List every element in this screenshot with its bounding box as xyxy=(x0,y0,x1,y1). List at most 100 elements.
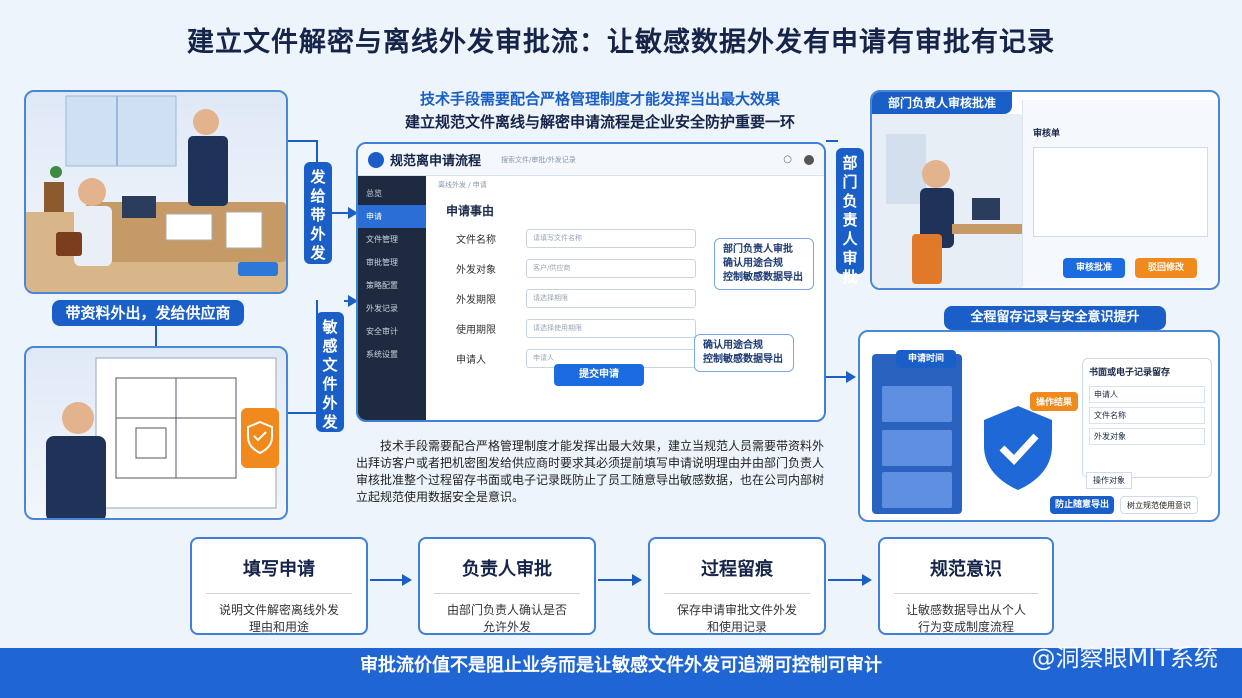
app-logo-icon xyxy=(368,151,384,168)
connector-top-vertical xyxy=(316,140,318,164)
step-card-1: 填写申请 说明文件解密离线外发 理由和用途 xyxy=(190,537,368,635)
sidebar-item[interactable]: 系统设置 xyxy=(366,350,398,359)
connector-right-bottom xyxy=(826,376,848,378)
field-send-period: 外发期限 请选择期限 xyxy=(456,283,824,313)
note-line: 确认用途合规 xyxy=(703,340,763,351)
subtitle-line-1: 技术手段需要配合严格管理制度才能发挥当出最大效果 xyxy=(419,90,780,108)
sidebar-item[interactable]: 总览 xyxy=(366,189,382,198)
file-cabinet-icon xyxy=(872,354,962,514)
step-divider xyxy=(434,593,580,594)
operation-target-tag: 操作对象 xyxy=(1086,472,1132,489)
notification-icon[interactable]: ○ xyxy=(783,154,792,165)
reject-button[interactable]: 驳回修改 xyxy=(1135,258,1197,278)
footer-text: 审批流价值不是阻止业务而是让敏感文件外发可追溯可控制可审计 xyxy=(360,655,882,676)
step-connector xyxy=(370,579,402,581)
step-desc-line: 让敏感数据导出从个人 xyxy=(905,603,1026,617)
send-period-input[interactable]: 请选择期限 xyxy=(526,288,696,308)
record-row: 外发对象 xyxy=(1089,428,1205,445)
approval-note-1: 部门负责人审批 确认用途合规 控制敏感数据导出 xyxy=(714,238,814,290)
app-title: 规范离申请流程 xyxy=(390,154,482,169)
sidebar-item[interactable]: 外发记录 xyxy=(366,304,398,313)
manager-illustration xyxy=(872,114,1022,288)
record-row: 申请人 xyxy=(1089,386,1205,403)
blueprint-scene-illustration xyxy=(46,357,279,518)
prevent-export-tag: 防止随意导出 xyxy=(1050,496,1114,514)
file-name-input[interactable]: 请填写文件名称 xyxy=(526,228,696,248)
field-label: 申请人 xyxy=(456,354,486,366)
avatar[interactable] xyxy=(804,154,814,165)
note-line: 确认用途合规 xyxy=(723,258,783,269)
approval-panel-title: 部门负责人审核批准 xyxy=(872,92,1012,114)
step-desc-line: 和使用记录 xyxy=(706,620,767,634)
approval-note-2: 确认用途合规 控制敏感数据导出 xyxy=(694,334,794,372)
note-line: 部门负责人审批 xyxy=(723,244,793,255)
step-title: 规范意识 xyxy=(930,559,1002,580)
approve-button[interactable]: 审核批准 xyxy=(1063,258,1125,278)
application-form: 文件名称 请填写文件名称 外发对象 客户/供应商 外发期限 请选择期限 使用期限… xyxy=(426,223,824,373)
subtitle-block: 技术手段需要配合严格管理制度才能发挥当出最大效果 建立规范文件离线与解密申请流程… xyxy=(380,88,820,132)
left-bottom-illustration xyxy=(24,346,288,520)
sidebar-item-active[interactable]: 申请 xyxy=(358,205,426,228)
field-label: 外发对象 xyxy=(456,264,496,276)
vlabel-sensitive-files: 敏感文件外发 xyxy=(316,312,344,432)
operation-result-tag: 操作结果 xyxy=(1030,392,1079,411)
step-title: 负责人审批 xyxy=(462,559,552,580)
right-arrow-icon xyxy=(846,371,856,383)
connector-bottom-left xyxy=(288,412,318,414)
watermark: @洞察眼MIT系统 xyxy=(1031,644,1218,672)
record-panel: 申请时间 操作结果 书面或电子记录留存 申请人 文件名称 外发对象 操作对象 防… xyxy=(858,330,1220,522)
app-search-hint[interactable]: 搜索文件/审批/外发记录 xyxy=(501,155,576,164)
recipient-input[interactable]: 客户/供应商 xyxy=(526,258,696,278)
step-desc-line: 保存申请审批文件外发 xyxy=(676,603,797,617)
step-card-2: 负责人审批 由部门负责人确认是否 允许外发 xyxy=(418,537,596,635)
connector-top-right xyxy=(332,212,350,214)
page-title: 建立文件解密与离线外发审批流：让敏感数据外发有申请有审批有记录 xyxy=(187,27,1055,58)
step-desc-line: 说明文件解密离线外发 xyxy=(218,603,339,617)
step-connector xyxy=(598,579,632,581)
approval-form-title: 审核单 xyxy=(1033,129,1061,139)
step-divider xyxy=(894,593,1038,594)
record-list: 书面或电子记录留存 申请人 文件名称 外发对象 xyxy=(1082,358,1212,478)
step-desc-line: 行为变成制度流程 xyxy=(917,620,1014,634)
step-title: 过程留痕 xyxy=(701,559,773,580)
field-file-name: 文件名称 请填写文件名称 xyxy=(456,223,824,253)
subtitle-line-2: 建立规范文件离线与解密申请流程是企业安全防护重要一环 xyxy=(404,113,795,131)
right-arrow-icon xyxy=(348,207,358,219)
submit-button[interactable]: 提交申请 xyxy=(554,364,644,386)
right-arrow-icon xyxy=(348,295,358,307)
step-card-3: 过程留痕 保存申请审批文件外发 和使用记录 xyxy=(648,537,826,635)
right-arrow-icon xyxy=(862,574,872,586)
footer-bar: 审批流价值不是阻止业务而是让敏感文件外发可追溯可控制可审计 @洞察眼MIT系统 xyxy=(0,644,1242,698)
field-usage-period: 使用期限 请选择使用期限 xyxy=(456,313,824,343)
step-desc-line: 允许外发 xyxy=(482,620,531,634)
sidebar-item[interactable]: 文件管理 xyxy=(366,235,398,244)
record-panel-header: 全程留存记录与安全意识提升 xyxy=(944,306,1166,330)
vlabel-send-out: 发给带外发 xyxy=(304,162,332,264)
office-scene-illustration xyxy=(26,95,286,292)
usage-period-select[interactable]: 请选择使用期限 xyxy=(526,318,696,338)
application-window: 规范离申请流程 搜索文件/审批/外发记录 ○ 总览 申请 文件管理 审批管理 策… xyxy=(356,142,826,422)
field-recipient: 外发对象 客户/供应商 xyxy=(456,253,824,283)
sidebar-item[interactable]: 安全审计 xyxy=(366,327,398,336)
step-card-4: 规范意识 让敏感数据导出从个人 行为变成制度流程 xyxy=(878,537,1054,635)
sidebar-item[interactable]: 审批管理 xyxy=(366,258,398,267)
form-title: 申请事由 xyxy=(446,204,495,218)
connector-top-left xyxy=(288,140,318,142)
connector-bottom-right xyxy=(344,300,350,302)
approval-form-box xyxy=(1033,147,1208,237)
record-row: 文件名称 xyxy=(1089,407,1205,424)
right-arrow-icon xyxy=(402,574,412,586)
step-connector xyxy=(828,579,862,581)
step-desc-line: 由部门负责人确认是否 xyxy=(446,603,567,617)
step-desc-line: 理由和用途 xyxy=(248,620,309,634)
right-arrow-icon xyxy=(632,574,642,586)
sidebar-item[interactable]: 策略配置 xyxy=(366,281,398,290)
field-label: 文件名称 xyxy=(456,234,496,246)
awareness-tag: 树立规范使用意识 xyxy=(1120,496,1198,514)
field-label: 使用期限 xyxy=(456,324,496,336)
note-line: 控制敏感数据导出 xyxy=(723,272,803,283)
step-divider xyxy=(206,593,352,594)
app-main: 离线外发 / 申请 申请事由 文件名称 请填写文件名称 外发对象 客户/供应商 … xyxy=(426,176,824,420)
breadcrumb: 离线外发 / 申请 xyxy=(438,181,487,189)
shield-check-icon xyxy=(984,406,1052,490)
